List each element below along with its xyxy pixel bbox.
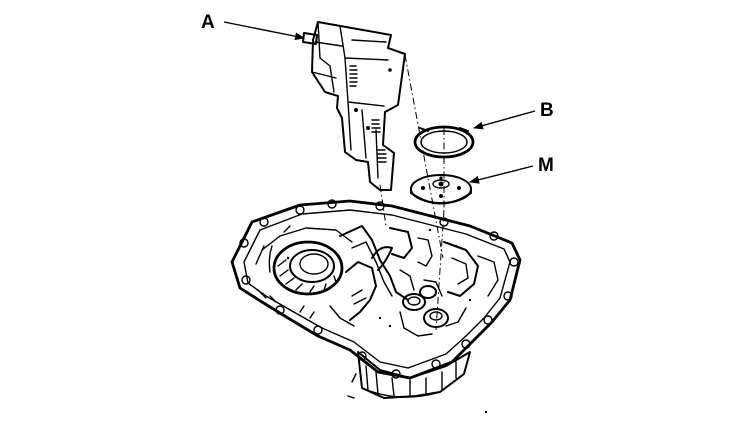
oil-guide-plate-part-a [302,21,406,191]
leader-arrow-b [473,110,536,130]
leader-arrow-a [223,21,305,41]
snap-ring-part-b [413,125,475,159]
transmission-housing [230,199,522,414]
callout-label-b: B [540,100,554,121]
leader-arrow-m [469,165,534,184]
callout-label-m: M [538,155,554,176]
callout-label-a: A [201,12,215,33]
washer-plate-part-m [410,174,472,205]
